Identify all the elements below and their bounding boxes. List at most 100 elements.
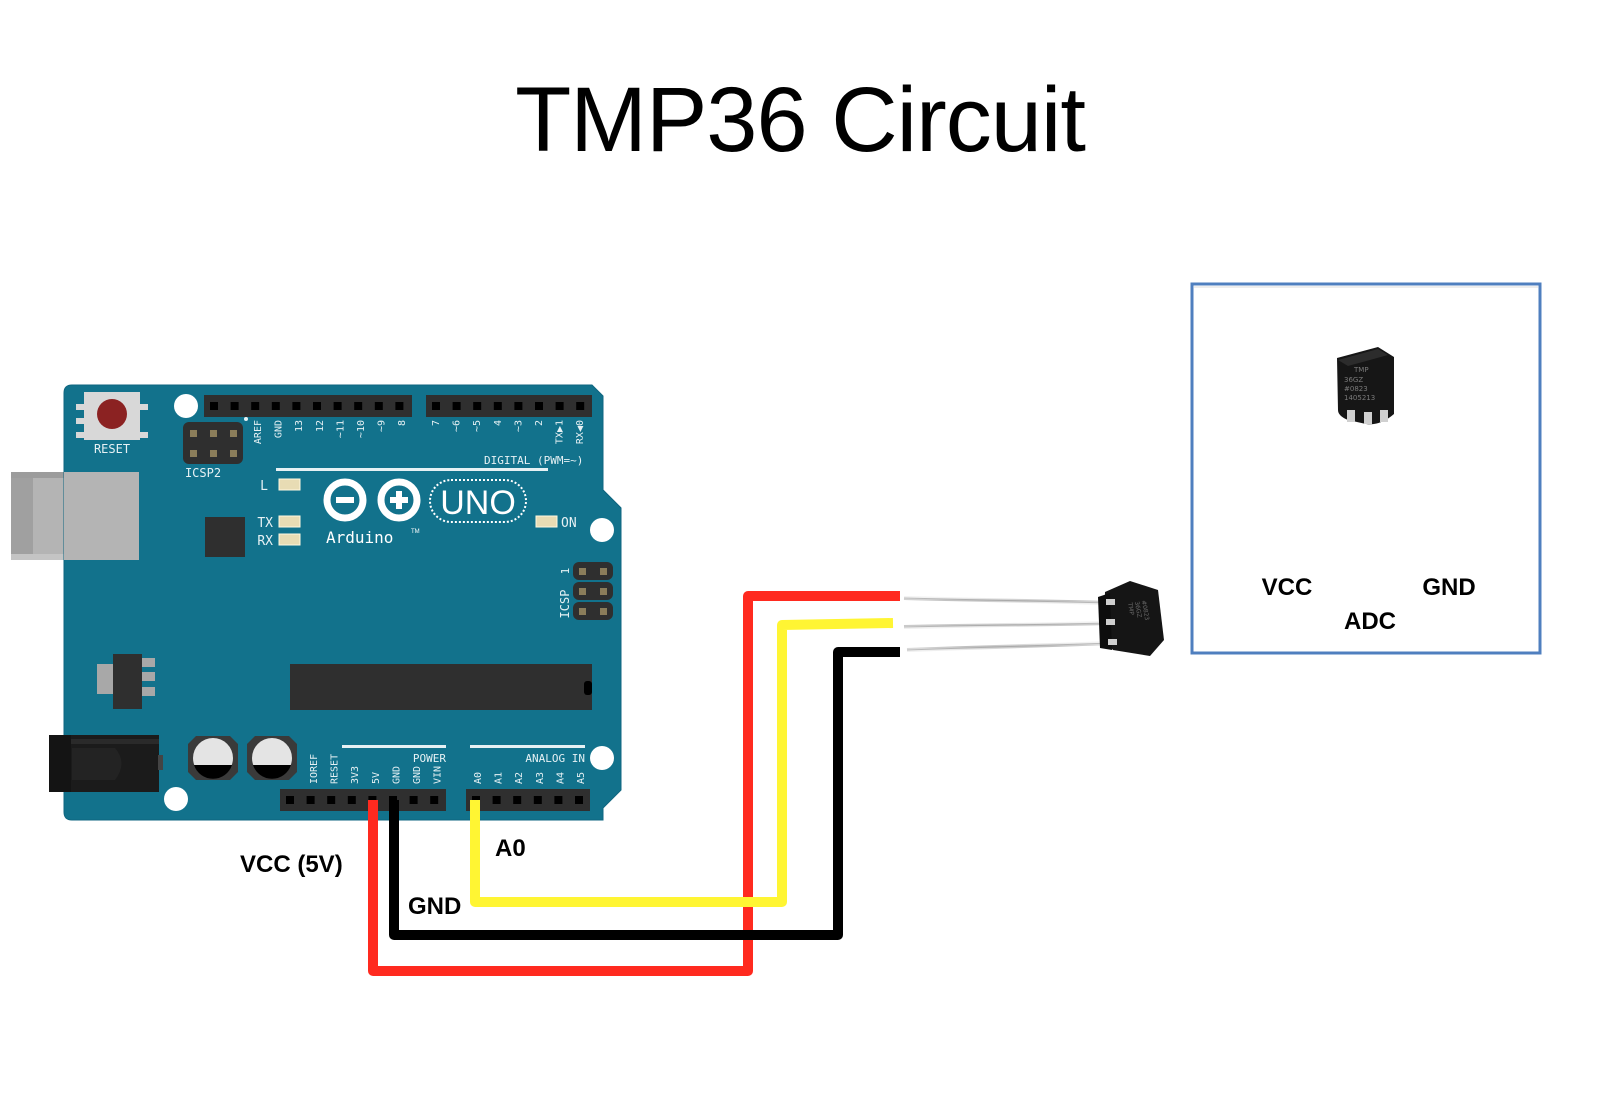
pin-label: TX▶1 [555, 420, 566, 444]
dc-power-jack [49, 735, 163, 792]
header-pin[interactable] [251, 402, 260, 410]
header-pin[interactable] [286, 796, 294, 804]
header-pin[interactable] [533, 796, 542, 804]
header-pin[interactable] [210, 402, 218, 410]
usb-chip [205, 517, 245, 557]
pin-label: A0 [473, 772, 484, 784]
mounting-hole [174, 394, 198, 418]
pin-label: 13 [294, 420, 305, 432]
digital-header-left [204, 395, 412, 417]
pin-label: 8 [397, 420, 408, 426]
inset-vcc-label: VCC [1262, 574, 1313, 601]
mounting-hole [590, 746, 614, 770]
pin-label: GND [412, 766, 423, 784]
header-pin[interactable] [306, 796, 315, 804]
pin-label: 4 [493, 420, 504, 426]
svg-text:L: L [260, 479, 268, 494]
header-pin[interactable] [327, 796, 336, 804]
atmega-chip [290, 664, 592, 710]
pin-label: ~3 [513, 420, 524, 432]
sensor-marking: TMP [1353, 366, 1369, 374]
pin-label: A2 [514, 772, 525, 784]
svg-text:UNO: UNO [440, 484, 516, 522]
digital-header-label: DIGITAL (PWM=~) [484, 454, 583, 467]
header-pin[interactable] [354, 402, 363, 410]
header-pin[interactable] [347, 796, 356, 804]
silkscreen-line [470, 745, 585, 748]
voltage-regulator [97, 654, 155, 709]
header-pin[interactable] [513, 796, 522, 804]
icsp-pin1-label: 1 [559, 568, 572, 575]
power-header [280, 789, 446, 811]
led-on: ON [535, 515, 577, 531]
header-pin[interactable] [514, 402, 523, 410]
pin-label: ~10 [356, 420, 367, 438]
sensor-marking: 36GZ [1344, 376, 1363, 384]
header-pin[interactable] [271, 402, 280, 410]
header-pin[interactable] [430, 796, 439, 804]
header-pin[interactable] [374, 402, 383, 410]
header-pin[interactable] [473, 402, 482, 410]
led-rx: RX [257, 533, 301, 549]
header-pin[interactable] [409, 796, 418, 804]
header-pin[interactable] [432, 402, 440, 410]
icsp2-label: ICSP2 [185, 466, 221, 480]
sensor-marking: #0823 [1344, 385, 1368, 393]
mounting-hole [590, 518, 614, 542]
header-pin[interactable] [554, 796, 563, 804]
header-pin[interactable] [492, 796, 501, 804]
pin-label: 7 [431, 420, 442, 426]
inset-gnd-label: GND [1422, 574, 1475, 601]
pin-label: 12 [315, 420, 326, 432]
pin-label: GND [274, 420, 285, 438]
sensor-marking: 36GZ [1133, 601, 1143, 618]
vcc-wire-label: VCC (5V) [240, 851, 343, 878]
analog-header [466, 789, 590, 811]
sensor-marking: 1405213 [1344, 394, 1375, 402]
usb-connector-body [64, 472, 139, 560]
header-pin[interactable] [313, 402, 321, 410]
led-l: L [260, 478, 301, 494]
pin-label: 3V3 [350, 766, 361, 784]
silkscreen-line [276, 468, 548, 471]
icsp2-header [183, 417, 248, 464]
gnd-wire-label: GND [408, 893, 461, 920]
tmp36-sensor: TMP 36GZ #0823 [903, 581, 1164, 656]
diagram-title: TMP36 Circuit [515, 69, 1086, 171]
pin-label: ~5 [472, 420, 483, 432]
header-pin[interactable] [555, 402, 564, 410]
pin-label: A5 [576, 772, 587, 784]
svg-text:ON: ON [561, 516, 577, 531]
header-pin[interactable] [452, 402, 461, 410]
header-pin[interactable] [230, 402, 239, 410]
sensor-marking: TMP [1126, 601, 1135, 616]
pin-label: RX◀0 [575, 420, 586, 444]
header-pin[interactable] [292, 402, 301, 410]
icsp-label: ICSP [558, 590, 572, 619]
header-pin[interactable] [575, 796, 583, 804]
header-pin[interactable] [576, 402, 585, 410]
svg-text:RX: RX [257, 534, 273, 549]
wire-vcc [368, 591, 900, 976]
header-pin[interactable] [493, 402, 502, 410]
inset-adc-label: ADC [1344, 608, 1396, 635]
power-header-label: POWER [413, 752, 446, 765]
pin-label: GND [391, 766, 402, 784]
reset-button[interactable] [76, 392, 148, 440]
wire-gnd [389, 647, 900, 940]
pcb [63, 384, 622, 821]
digital-header-right [426, 395, 592, 417]
pin-label: RESET [330, 754, 341, 784]
sensor-marking: #0823 [1140, 600, 1150, 621]
pin-label: A1 [494, 772, 505, 784]
pin-label: A4 [555, 772, 566, 784]
header-pin[interactable] [535, 402, 543, 410]
analog-header-label: ANALOG IN [525, 752, 585, 765]
header-pin[interactable] [333, 402, 342, 410]
trademark: TM [411, 529, 420, 535]
header-pin[interactable] [395, 402, 404, 410]
wire-adc [470, 618, 894, 907]
